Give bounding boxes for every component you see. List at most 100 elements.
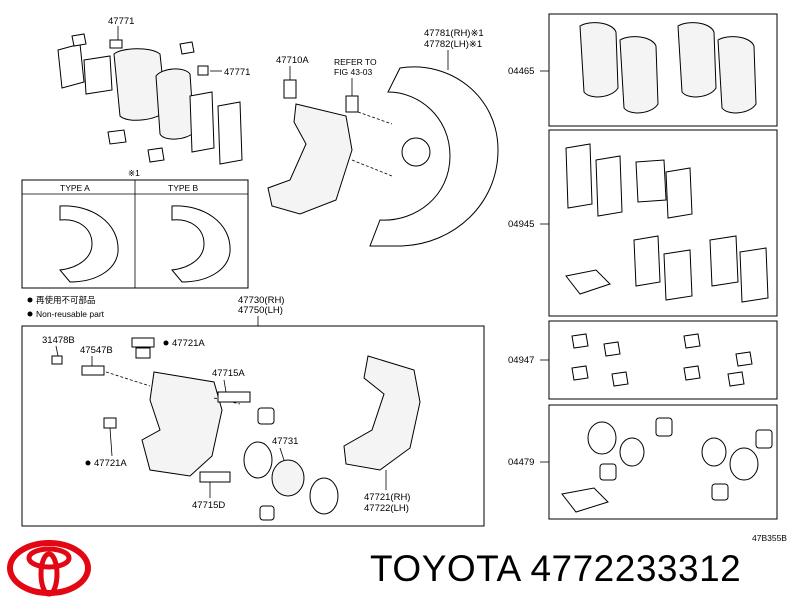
- cylinder-boot: [309, 477, 339, 515]
- note-x1: ※1: [128, 168, 140, 178]
- label-47547b: 47547B: [80, 345, 113, 356]
- brake-pad: [677, 22, 717, 98]
- piston-seal: [243, 441, 273, 479]
- label-refer-1: REFER TO: [334, 57, 377, 67]
- clip-part: [735, 351, 753, 367]
- slide-pin: [199, 471, 231, 483]
- dust-cover-type-a: [59, 205, 119, 283]
- pin-boot: [711, 483, 729, 501]
- label-refer-2: FIG 43-03: [334, 67, 373, 77]
- legend-jp: 再使用不可部品: [36, 295, 96, 305]
- shim-plate: [83, 55, 113, 95]
- brake-pad: [717, 36, 757, 114]
- shim-plate: [739, 247, 769, 303]
- shim-plate: [189, 91, 215, 153]
- kit-04947: 04947: [508, 320, 778, 400]
- pin-boot: [655, 417, 673, 437]
- piston-seal: [587, 421, 617, 455]
- shim-plate: [635, 159, 667, 203]
- clip-part: [179, 41, 195, 55]
- clip-part: [197, 65, 209, 76]
- label-47731: 47731: [272, 436, 298, 447]
- figure-code: 47B355B: [752, 533, 787, 543]
- label-47781: 47781(RH)※1: [424, 28, 484, 39]
- non-reusable-dot: [27, 311, 33, 317]
- clip-part: [683, 365, 701, 381]
- label-47722: 47722(LH): [364, 503, 409, 514]
- cylinder-boot: [729, 447, 759, 481]
- label-04947: 04947: [508, 355, 534, 366]
- non-reusable-dot: [27, 297, 33, 303]
- clip-part: [603, 341, 621, 357]
- label-04945: 04945: [508, 219, 534, 230]
- brake-pad: [579, 22, 619, 98]
- brake-pad: [155, 68, 195, 140]
- shim-plate: [665, 167, 693, 219]
- label-47710a: 47710A: [276, 55, 309, 66]
- label-type-b: TYPE B: [168, 183, 199, 193]
- bleeder-plug: [103, 417, 117, 429]
- label-47750: 47750(LH): [238, 305, 283, 316]
- kit-04465: 04465: [508, 13, 778, 127]
- label-31478b: 31478B: [42, 335, 75, 346]
- clip-part: [571, 365, 589, 381]
- label-47715a: 47715A: [212, 368, 245, 379]
- legend-en: Non-reusable part: [36, 309, 105, 319]
- brand-part-number: TOYOTA 4772233312: [370, 548, 741, 590]
- shim-plate: [709, 235, 739, 287]
- label-47771-right: 47771: [224, 67, 250, 78]
- kit-04479: 04479: [508, 404, 778, 520]
- kit-04945: 04945: [508, 129, 778, 317]
- pad-clip-group: 47771 47771 ※1: [57, 16, 250, 178]
- shim-plate: [663, 249, 693, 301]
- brand-name: TOYOTA: [370, 548, 520, 589]
- shim-plate: [565, 143, 593, 209]
- cylinder-boot: [619, 437, 645, 467]
- bolt-part: [283, 79, 297, 99]
- brake-pad: [619, 36, 659, 114]
- hub-hole: [401, 137, 431, 167]
- shim-plate: [633, 235, 661, 287]
- label-47715d: 47715D: [192, 500, 225, 511]
- slide-pin: [217, 391, 251, 403]
- clip-part: [611, 371, 629, 387]
- part-number: 4772233312: [530, 548, 742, 589]
- toyota-logo: [7, 540, 91, 597]
- non-reusable-dot: [163, 340, 169, 346]
- non-reusable-dot: [85, 460, 91, 466]
- shim-plate: [57, 43, 85, 89]
- bleeder-plug: [81, 365, 105, 376]
- clip-part: [71, 33, 87, 47]
- caliper-mounting-bracket: [267, 103, 353, 215]
- pin-boot: [599, 463, 617, 481]
- clip-part: [107, 129, 127, 145]
- grease-packet: [561, 487, 609, 513]
- cap-part: [51, 355, 63, 365]
- caliper-assembly-group: 47730(RH) 47750(LH) 31478B 47547B 47721A…: [21, 295, 485, 527]
- label-47721a-top: 47721A: [172, 338, 205, 349]
- caliper-bracket: [343, 355, 421, 471]
- disc-dust-cover-group: 47781(RH)※1 47782(LH)※1: [369, 28, 499, 247]
- disc-dust-cover: [369, 66, 499, 247]
- pin-boot: [755, 429, 773, 449]
- seal-part: [131, 337, 155, 348]
- label-47721a-bot: 47721A: [94, 458, 127, 469]
- pin-boot: [257, 407, 275, 425]
- shim-plate: [595, 155, 623, 217]
- piston-seal: [701, 437, 727, 467]
- label-47721: 47721(RH): [364, 492, 410, 503]
- dust-cover-type-b: [171, 205, 231, 283]
- bolt-part: [345, 95, 359, 113]
- clip-part: [109, 39, 123, 49]
- grease-packet: [565, 269, 611, 295]
- clip-part: [727, 371, 745, 387]
- shim-plate: [217, 101, 243, 165]
- caliper-mounting-group: 47710A REFER TO FIG 43-03: [267, 55, 393, 215]
- caliper-body: [141, 371, 223, 477]
- label-47771-top: 47771: [108, 16, 134, 27]
- clip-part: [683, 333, 701, 349]
- dust-cover-types-box: TYPE A TYPE B: [21, 179, 249, 289]
- piston: [271, 459, 305, 497]
- clip-part: [571, 333, 589, 349]
